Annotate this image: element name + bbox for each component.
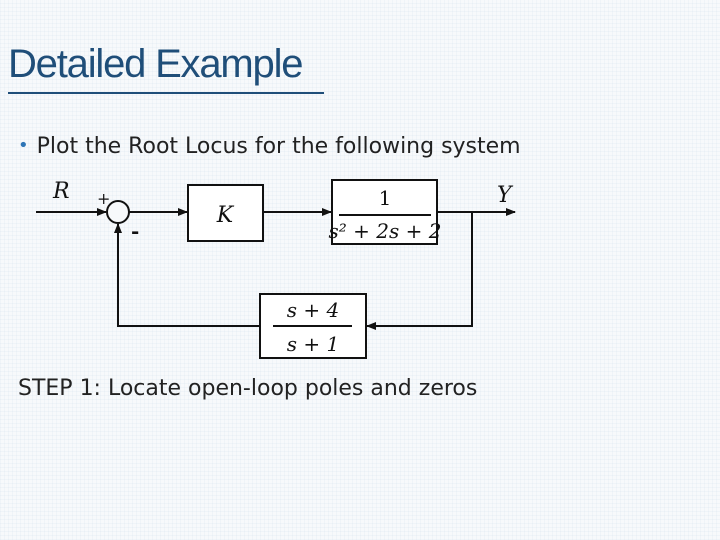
bullet-item: • Plot the Root Locus for the following s… (18, 134, 521, 159)
slide-title: Detailed Example (8, 42, 303, 86)
bullet-text: Plot the Root Locus for the following sy… (36, 134, 521, 159)
feedback-denominator: s + 1 (287, 332, 339, 356)
gain-block (187, 184, 264, 242)
gain-label: K (216, 203, 235, 228)
bullet-icon: • (18, 135, 29, 156)
feedback-numerator: s + 4 (287, 298, 339, 322)
input-label: R (52, 179, 70, 204)
plus-sign: + (97, 189, 110, 208)
title-underline (8, 92, 324, 94)
output-label: Y (497, 183, 514, 208)
minus-sign: - (131, 219, 139, 243)
step-text: STEP 1: Locate open-loop poles and zeros (18, 376, 478, 401)
feedback-path-left (114, 223, 260, 327)
feedback-path-right (366, 212, 473, 330)
plant-denominator: s² + 2s + 2 (329, 219, 442, 243)
plant-numerator: 1 (379, 186, 392, 210)
plant-block (331, 179, 438, 245)
